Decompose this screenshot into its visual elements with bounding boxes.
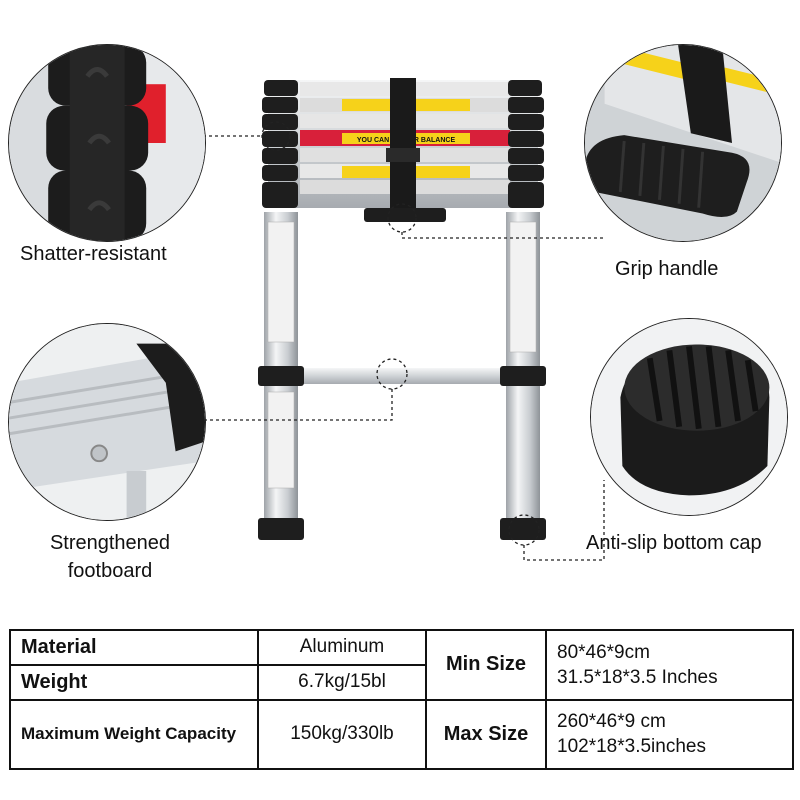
spec-row-capacity: Maximum Weight Capacity 150kg/330lb Max … — [9, 698, 794, 770]
connector-lines — [203, 121, 605, 561]
spec-label-material: Material — [9, 629, 259, 666]
feature-label-shatter-resistant: Shatter-resistant — [20, 243, 167, 265]
spec-value-weight: 6.7kg/15bl — [257, 663, 427, 701]
grip-handle-closeup — [584, 44, 782, 242]
spec-row-material: Material Aluminum Min Size 80*46*9cm 31.… — [9, 629, 794, 701]
spec-label-max-size: Max Size — [425, 698, 547, 770]
anti-slip-cap-closeup — [590, 318, 788, 516]
feature-label-footboard: Strengthened footboard — [20, 529, 200, 585]
spec-label-min-size: Min Size — [425, 629, 547, 701]
feature-label-footboard-line1: Strengthened — [49, 532, 171, 554]
spec-value-max-size: 260*46*9 cm 102*18*3.5inches — [545, 698, 794, 770]
feature-label-grip-handle: Grip handle — [615, 258, 719, 280]
min-size-inches: 31.5*18*3.5 Inches — [557, 666, 718, 688]
spec-value-material: Aluminum — [257, 629, 427, 666]
banner-sticker-text: YOU CAN ... YOUR BALANCE — [357, 137, 456, 144]
max-size-inches: 102*18*3.5inches — [557, 736, 706, 758]
ladder-legs — [258, 212, 546, 540]
feature-label-footboard-line2: footboard — [67, 560, 153, 582]
spec-row-weight: Weight 6.7kg/15bl — [9, 663, 793, 701]
specifications-table: Material Aluminum Min Size 80*46*9cm 31.… — [9, 629, 794, 770]
spec-label-capacity: Maximum Weight Capacity — [9, 698, 259, 770]
max-size-cm: 260*46*9 cm — [557, 711, 666, 733]
collapsed-rungs: YOU CAN ... YOUR BALANCE — [262, 78, 544, 222]
spec-value-capacity: 150kg/330lb — [257, 698, 427, 770]
spec-value-min-size: 80*46*9cm 31.5*18*3.5 Inches — [545, 629, 794, 701]
spec-label-weight: Weight — [9, 663, 259, 701]
footboard-closeup — [8, 323, 206, 521]
shatter-resistant-closeup — [8, 44, 206, 242]
min-size-cm: 80*46*9cm — [557, 641, 650, 663]
feature-label-anti-slip-cap: Anti-slip bottom cap — [586, 532, 762, 554]
